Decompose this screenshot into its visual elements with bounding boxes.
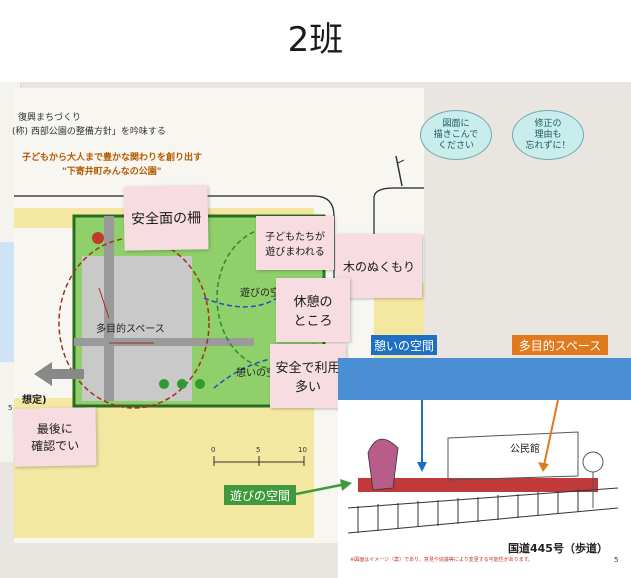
plan-slogan-line2: "下寄井町みんなの公園" bbox=[62, 167, 162, 177]
scale-label-0: 0 bbox=[211, 446, 216, 454]
sticky-note-safe-use: 安全で利用 多い bbox=[270, 344, 346, 408]
left-blue-strip bbox=[0, 242, 14, 362]
zone-play-label: 遊びの空間 bbox=[240, 288, 290, 299]
label-rest-space: 憩いの空間 bbox=[371, 335, 437, 355]
road-label: 国道445号（歩道） bbox=[508, 542, 608, 555]
plan-slogan-line1: 子どもから大人まで豊かな関わりを創り出す bbox=[22, 153, 203, 163]
perspective-page-number: 5 bbox=[614, 556, 619, 564]
sky-band bbox=[338, 358, 631, 400]
disclaimer-text: ※図面はイメージ（案）であり、意見や協議等により変更する可能性があります。 bbox=[350, 557, 534, 563]
label-multi-space: 多目的スペース bbox=[512, 335, 608, 355]
building-label: 公民館 bbox=[510, 444, 540, 455]
sticky-note-safety-fence: 安全面の柵 bbox=[123, 185, 209, 251]
left-arrow-label: 想定) bbox=[22, 395, 47, 406]
zone-rest-label: 憩いの空間 bbox=[236, 368, 286, 379]
perspective-sketch bbox=[347, 399, 619, 534]
left-page-number: 5 bbox=[8, 404, 13, 412]
plan-header-line1: 復興まちづくり bbox=[18, 113, 82, 123]
scale-label-10: 10 bbox=[298, 446, 307, 454]
bubble-reason: 修正の 理由も 忘れずに！ bbox=[512, 110, 584, 160]
perspective-drawing: 公民館 国道445号（歩道） ※図面はイメージ（案）であり、意見や協議等により変… bbox=[338, 358, 631, 578]
slide-title: 2班 bbox=[287, 19, 344, 60]
workshop-photo: 復興まちづくり (称) 西部公園の整備方針」を吟味する 子どもから大人まで豊かな… bbox=[0, 82, 631, 578]
sticky-note-wood-warmth: 木のぬくもり bbox=[336, 234, 422, 298]
plan-header-line2: (称) 西部公園の整備方針」を吟味する bbox=[12, 127, 166, 137]
zone-multi-label: 多目的スペース bbox=[96, 324, 165, 335]
sticky-note-final-check: 最後に 確認でい bbox=[13, 407, 97, 467]
label-play-space: 遊びの空間 bbox=[224, 485, 296, 505]
sticky-note-children-play: 子どもたちが 遊びまわれる bbox=[256, 216, 334, 270]
play-label-arrow bbox=[296, 479, 352, 496]
scale-label-5: 5 bbox=[256, 446, 261, 454]
sticky-note-rest-place: 休憩の ところ bbox=[276, 278, 350, 342]
plan-sheet: 復興まちづくり (称) 西部公園の整備方針」を吟味する 子どもから大人まで豊かな… bbox=[12, 88, 424, 543]
bubble-draw-on-plan: 図面に 描きこんで ください bbox=[420, 110, 492, 160]
